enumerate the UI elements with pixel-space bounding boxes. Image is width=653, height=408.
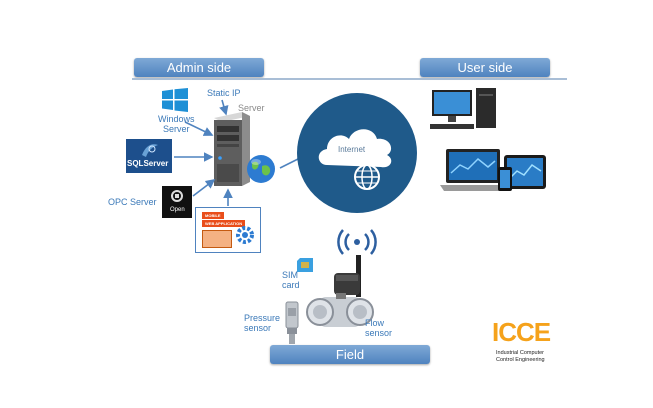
arrow-windows-to-server xyxy=(184,121,214,136)
opc-icon xyxy=(171,190,183,202)
sql-server-icon xyxy=(142,144,158,157)
link-server-internet xyxy=(279,157,301,169)
divider-line xyxy=(132,78,567,80)
pressure-sensor-label: Pressure sensor xyxy=(244,313,281,333)
static-ip-label: Static IP xyxy=(207,88,241,98)
web-application-panel: MOBILE WEB APPLICATION xyxy=(195,207,261,253)
server-label: Server xyxy=(238,103,265,113)
server-tower-icon xyxy=(214,112,250,186)
window-mockup xyxy=(202,230,232,248)
icce-logo: ICCE xyxy=(492,317,551,347)
internet-label: Internet xyxy=(338,145,366,154)
internet-circle xyxy=(297,93,417,213)
sql-server-logo-text: SQLServer xyxy=(127,159,169,168)
flow-sensor-device-icon xyxy=(306,255,374,327)
opc-logo: Open xyxy=(162,186,192,218)
field-banner: Field xyxy=(270,345,430,364)
sim-card-icon xyxy=(297,258,313,272)
windows-server-label: Windows Server xyxy=(158,114,195,134)
mobile-badge: MOBILE xyxy=(202,212,224,219)
pressure-sensor-icon xyxy=(285,301,299,344)
sim-card-label: SIM card xyxy=(282,270,300,290)
icce-logo-subtitle: Industrial Computer Control Engineering xyxy=(496,350,545,363)
laptop-tablet-phone-icon xyxy=(440,149,546,191)
windows-icon xyxy=(162,88,188,112)
web-application-badge: WEB APPLICATION xyxy=(202,220,246,227)
user-side-banner: User side xyxy=(420,58,550,77)
arrow-opc-to-server xyxy=(192,179,216,197)
admin-side-banner: Admin side xyxy=(134,58,264,77)
gear-icon xyxy=(236,226,254,244)
opc-open-label: Open xyxy=(170,207,185,213)
wireless-signal-icon xyxy=(337,229,377,255)
arrow-static-ip-to-server xyxy=(219,99,229,116)
sql-server-logo: SQLServer xyxy=(126,139,172,173)
globe-icon xyxy=(247,155,275,183)
desktop-computer-icon xyxy=(430,88,496,129)
flow-sensor-label: Flow sensor xyxy=(365,318,393,338)
opc-server-label: OPC Server xyxy=(108,197,157,207)
